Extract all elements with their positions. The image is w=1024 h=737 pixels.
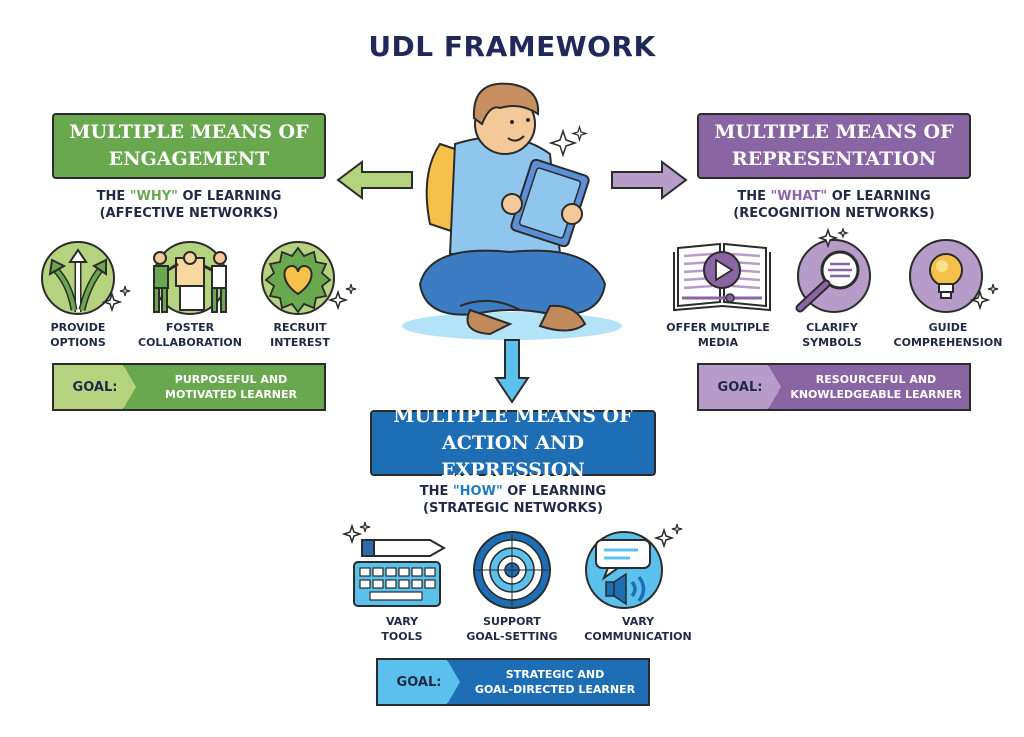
representation-heading: MULTIPLE MEANS OF REPRESENTATION — [697, 113, 971, 179]
action-goal-text: STRATEGIC AND GOAL-DIRECTED LEARNER — [446, 658, 650, 706]
engagement-sub-post: OF LEARNING — [177, 189, 282, 204]
engagement-item-2-label: FOSTER COLLABORATION — [138, 321, 242, 349]
action-heading: MULTIPLE MEANS OF ACTION AND EXPRESSION — [370, 405, 656, 481]
action-heading-line2: ACTION AND EXPRESSION — [441, 431, 585, 481]
representation-item-1-label: OFFER MULTIPLE MEDIA — [666, 321, 770, 349]
engagement-sub-highlight: "WHY" — [129, 189, 178, 204]
engagement-heading: MULTIPLE MEANS OF ENGAGEMENT — [52, 113, 326, 179]
action-sub-line2: (STRATEGIC NETWORKS) — [423, 501, 603, 516]
representation-sub-post: OF LEARNING — [827, 189, 931, 204]
arrow-down-icon — [494, 339, 530, 404]
representation-sub-line2: (RECOGNITION NETWORKS) — [733, 206, 935, 221]
engagement-item-1-label: PROVIDE OPTIONS — [50, 321, 106, 349]
action-item-1-label: VARY TOOLS — [381, 615, 423, 643]
lightbulb-icon — [909, 239, 999, 313]
arrow-left-icon — [336, 160, 413, 200]
magnifier-icon — [795, 227, 871, 313]
engagement-goal: GOAL: PURPOSEFUL AND MOTIVATED LEARNER — [52, 363, 326, 411]
representation-item-2-label: CLARIFY SYMBOLS — [802, 321, 862, 349]
keyboard-pen-icon — [341, 521, 447, 607]
representation-goal-tag: GOAL: — [697, 363, 781, 411]
arrow-right-icon — [611, 160, 688, 200]
engagement-heading-line1: MULTIPLE MEANS OF — [69, 121, 309, 143]
engagement-goal-tag: GOAL: — [52, 363, 136, 411]
action-sub-post: OF LEARNING — [502, 484, 607, 499]
student-with-tablet-illustration — [402, 82, 622, 340]
engagement-item-3-label: RECRUIT INTEREST — [270, 321, 330, 349]
heart-interest-icon — [261, 241, 357, 315]
action-heading-line1: MULTIPLE MEANS OF — [393, 404, 633, 427]
puzzle-collaboration-icon — [153, 241, 227, 315]
representation-heading-line2: REPRESENTATION — [731, 148, 937, 170]
action-goal-tag: GOAL: — [376, 658, 460, 706]
action-subtitle: THE "HOW" OF LEARNING (STRATEGIC NETWORK… — [370, 483, 656, 517]
arrows-options-icon — [41, 241, 131, 315]
representation-sub-highlight: "WHAT" — [770, 189, 828, 204]
book-media-icon — [673, 242, 771, 312]
action-sub-highlight: "HOW" — [452, 484, 503, 499]
engagement-goal-text: PURPOSEFUL AND MOTIVATED LEARNER — [122, 363, 326, 411]
engagement-heading-line2: ENGAGEMENT — [108, 148, 270, 170]
speech-speaker-icon — [585, 523, 683, 609]
representation-goal-text: RESOURCEFUL AND KNOWLEDGEABLE LEARNER — [767, 363, 971, 411]
action-item-3-label: VARY COMMUNICATION — [584, 615, 692, 643]
representation-sub-pre: THE — [737, 189, 771, 204]
action-goal: GOAL: STRATEGIC AND GOAL-DIRECTED LEARNE… — [376, 658, 650, 706]
representation-goal: GOAL: RESOURCEFUL AND KNOWLEDGEABLE LEAR… — [697, 363, 971, 411]
action-sub-pre: THE — [419, 484, 453, 499]
target-icon — [473, 531, 551, 609]
representation-item-3-label: GUIDE COMPREHENSION — [893, 321, 1003, 349]
engagement-sub-line2: (AFFECTIVE NETWORKS) — [99, 206, 279, 221]
page-title: UDL FRAMEWORK — [368, 30, 656, 63]
engagement-subtitle: THE "WHY" OF LEARNING (AFFECTIVE NETWORK… — [52, 188, 326, 222]
representation-subtitle: THE "WHAT" OF LEARNING (RECOGNITION NETW… — [697, 188, 971, 222]
action-item-2-label: SUPPORT GOAL-SETTING — [466, 615, 558, 643]
engagement-sub-pre: THE — [96, 189, 130, 204]
representation-heading-line1: MULTIPLE MEANS OF — [714, 121, 954, 143]
